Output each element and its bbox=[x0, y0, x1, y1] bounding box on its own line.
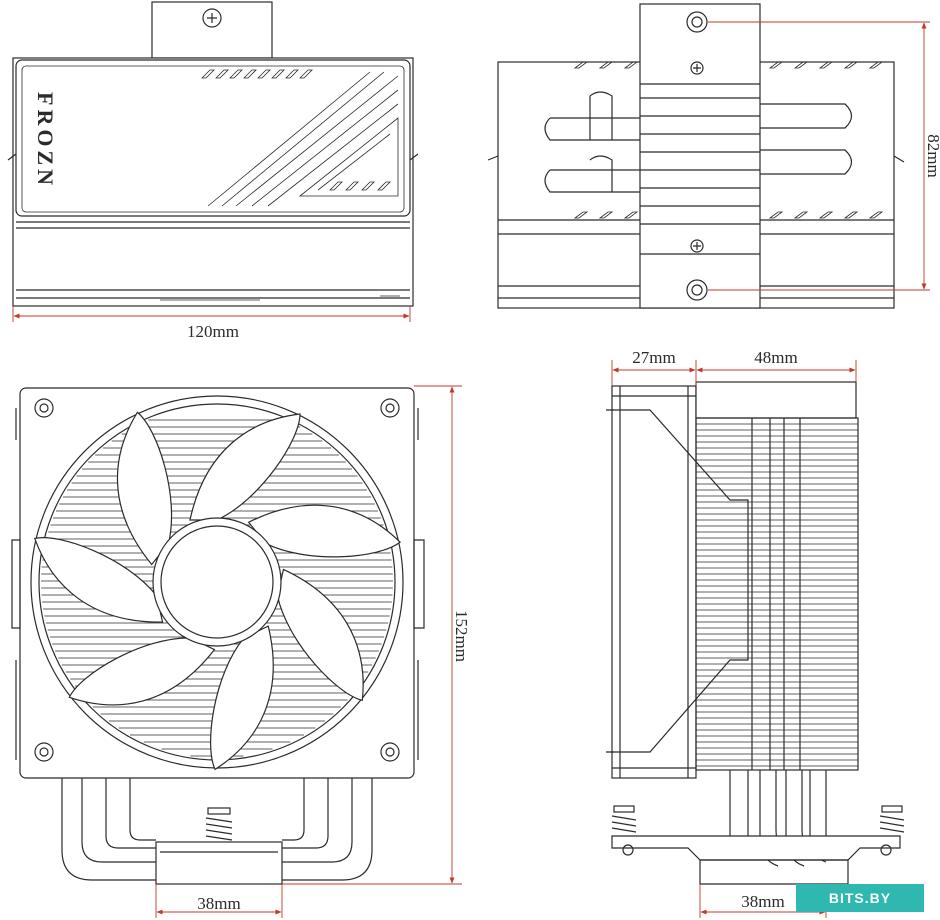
brand-logo: FROZN bbox=[33, 92, 58, 189]
fan-screw-icon bbox=[34, 398, 54, 418]
mounting-bracket bbox=[611, 835, 901, 861]
heatpipes-front bbox=[61, 778, 373, 881]
watermark: BITS.BY bbox=[796, 884, 924, 912]
heatsink-fins bbox=[696, 423, 858, 767]
front-view: 152mm 38mm bbox=[11, 385, 471, 918]
cold-plate bbox=[155, 841, 283, 885]
dimension-base-right-label: 38mm bbox=[741, 892, 784, 911]
fan-screw-icon bbox=[34, 742, 54, 762]
shroud-stripes bbox=[201, 69, 399, 207]
side-view: 82mm bbox=[487, 3, 940, 309]
fan-hub bbox=[152, 517, 282, 647]
fan-clip bbox=[612, 409, 749, 753]
dimension-heatsink-depth-label: 48mm bbox=[754, 348, 797, 367]
dimension-width-label: 120mm bbox=[187, 322, 239, 341]
screw-icon bbox=[686, 279, 708, 301]
fan-screw-icon bbox=[380, 742, 400, 762]
fan-screw-icon bbox=[380, 398, 400, 418]
fan-blades bbox=[33, 411, 402, 771]
mounting-block bbox=[639, 3, 761, 309]
fan-profile bbox=[611, 385, 697, 779]
dimension-height-label: 82mm bbox=[924, 134, 940, 177]
profile-view: 27mm 48mm 38mm bbox=[606, 348, 905, 918]
screw-icon bbox=[202, 8, 222, 28]
spring-icon bbox=[205, 807, 233, 841]
screw-icon bbox=[690, 239, 704, 253]
screw-icon bbox=[690, 61, 704, 75]
spring-icon bbox=[611, 805, 905, 833]
dimension-base-left-label: 38mm bbox=[197, 894, 240, 913]
dimension-fan-depth-label: 27mm bbox=[632, 348, 675, 367]
screw-icon bbox=[686, 11, 708, 33]
top-view: FROZN 120mm bbox=[7, 1, 419, 341]
dimension-total-height-label: 152mm bbox=[452, 610, 471, 662]
heatpipes bbox=[544, 91, 853, 193]
